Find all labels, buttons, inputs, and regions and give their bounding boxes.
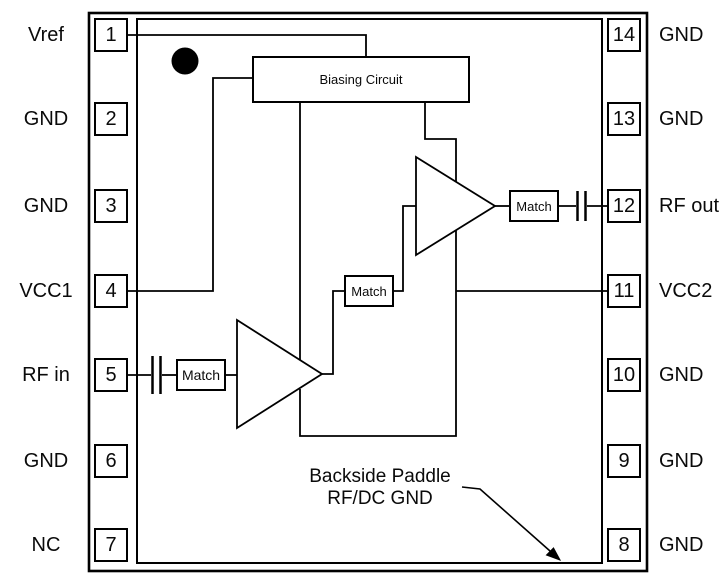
input-capacitor-icon — [151, 356, 162, 394]
annotation-line1: Backside Paddle — [309, 466, 451, 487]
wire-match2-to-amp2 — [394, 205, 416, 292]
pin-box-11: 11 — [607, 274, 641, 308]
pin1-marker-dot-icon — [171, 47, 199, 75]
pin-label-gnd-13: GND — [659, 108, 704, 130]
chip-package-outline — [87, 11, 649, 573]
interstage-match-block: Match — [344, 275, 394, 307]
pin-box-12: 12 — [607, 189, 641, 223]
pin-box-10: 10 — [607, 358, 641, 392]
pin-label-gnd-8: GND — [659, 534, 704, 556]
output-match-block: Match — [509, 190, 559, 222]
pin-box-5: 5 — [94, 358, 128, 392]
wire-biasing-vcc2-rail — [299, 103, 457, 437]
pin-box-4: 4 — [94, 274, 128, 308]
biasing-circuit-label: Biasing Circuit — [319, 72, 403, 87]
pin-box-6: 6 — [94, 444, 128, 478]
input-amplifier-icon — [236, 318, 324, 430]
pin-box-1: 1 — [94, 18, 128, 52]
wires — [128, 34, 607, 437]
annotation-line2: RF/DC GND — [327, 488, 433, 509]
input-match-label: Match — [181, 367, 221, 383]
biasing-circuit-block: Biasing Circuit — [252, 56, 470, 103]
leader-arrowhead-icon — [545, 547, 562, 561]
input-match-block: Match — [176, 359, 226, 391]
annotation-leader-line — [461, 486, 551, 552]
pin-label-gnd-3: GND — [23, 195, 69, 217]
pin-label-vcc1: VCC1 — [19, 280, 73, 302]
output-match-label: Match — [516, 198, 552, 214]
pin-label-gnd-14: GND — [659, 24, 704, 46]
pin-box-14: 14 — [607, 18, 641, 52]
pin-box-13: 13 — [607, 102, 641, 136]
pin-label-vcc2: VCC2 — [659, 280, 713, 302]
pin-box-9: 9 — [607, 444, 641, 478]
pin-label-gnd-6: GND — [23, 450, 69, 472]
wire-vref-to-biasing — [128, 34, 367, 57]
output-amplifier-icon — [415, 155, 497, 257]
interstage-match-label: Match — [351, 283, 387, 299]
output-capacitor-icon — [576, 191, 587, 221]
pin-box-3: 3 — [94, 189, 128, 223]
pin-box-8: 8 — [607, 528, 641, 562]
pin-box-7: 7 — [94, 528, 128, 562]
pin-label-gnd-9: GND — [659, 450, 704, 472]
backside-paddle-annotation: Backside Paddle RF/DC GND — [280, 466, 480, 510]
pin-label-rfout: RF out — [659, 195, 720, 217]
pin-box-2: 2 — [94, 102, 128, 136]
pin-label-rfin: RF in — [22, 364, 70, 386]
pin-label-vref: Vref — [28, 24, 64, 46]
wire-vcc1-to-biasing — [128, 77, 252, 292]
pin-label-gnd-10: GND — [659, 364, 704, 386]
wire-amp1-to-match2 — [322, 290, 344, 375]
pin-label-gnd-2: GND — [23, 108, 69, 130]
pin-label-nc: NC — [31, 534, 61, 556]
